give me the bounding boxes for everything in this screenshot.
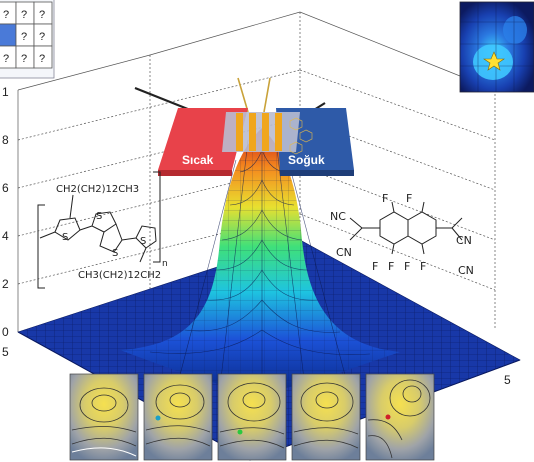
fluorine-1: F — [382, 192, 388, 205]
sulfur-2: S — [62, 232, 68, 243]
grid-cell-7: ? — [21, 53, 27, 65]
x-tick-left: 5 — [2, 345, 9, 359]
z-tick-8: 8 — [2, 133, 9, 147]
star-icon — [483, 51, 505, 71]
z-tick-4: 4 — [2, 229, 9, 243]
heatmap-inset — [459, 1, 534, 93]
fluorine-3: F — [372, 260, 378, 273]
dopant-structure: NC CN CN CN F F F F F F — [330, 192, 474, 277]
z-axis-ticks: 0 2 4 6 8 1 5 5 — [2, 85, 511, 387]
z-tick-10: 1 — [2, 85, 9, 99]
contour-panel-4 — [291, 373, 361, 461]
repeat-n: n — [162, 259, 168, 269]
cold-label: Soğuk — [288, 153, 325, 167]
sulfur-3: S — [112, 248, 118, 259]
fluorine-2: F — [406, 192, 412, 205]
grid-cell-5: ? — [39, 31, 45, 43]
sulfur-1: S — [96, 211, 102, 222]
contour-panel-1 — [69, 373, 139, 461]
grid-cell-6: ? — [3, 53, 9, 65]
fluorine-6: F — [420, 260, 426, 273]
sample-film — [222, 112, 300, 152]
marker-blue-green — [155, 415, 161, 421]
z-tick-2: 2 — [2, 277, 9, 291]
electrode-3 — [262, 113, 269, 151]
electrode-1 — [236, 113, 243, 151]
hot-label: Sıcak — [182, 153, 214, 167]
nitrile-1: NC — [330, 210, 346, 223]
molecule-sketch — [289, 117, 313, 155]
contour-panel-5 — [365, 373, 435, 461]
electrode-2 — [249, 113, 256, 151]
marker-red — [385, 414, 391, 420]
nitrile-2: CN — [336, 246, 352, 259]
grid-cell-4: ? — [21, 31, 27, 43]
contour-panels — [69, 373, 435, 461]
fluorine-4: F — [388, 260, 394, 273]
surface-peak — [120, 128, 400, 392]
lead-wire-1 — [237, 77, 249, 113]
polymer-structure: S S S S CH2(CH2)12CH3 CH3(CH2)12CH2 n — [37, 171, 168, 289]
x-tick-right: 5 — [504, 373, 511, 387]
contour-panel-3 — [217, 373, 287, 461]
grid-cell-8: ? — [39, 53, 45, 65]
side-chain-bottom: CH3(CH2)12CH2 — [78, 270, 161, 281]
grid-cell-2: ? — [39, 9, 45, 21]
contour-panel-2 — [143, 373, 213, 461]
grid-cell-0: ? — [3, 9, 9, 21]
side-chain-top: CH2(CH2)12CH3 — [56, 184, 139, 195]
nitrile-3: CN — [456, 234, 472, 247]
grid-cell-1: ? — [21, 9, 27, 21]
grid-inset: ? ? ? ? ? ? ? ? — [0, 0, 55, 79]
marker-green — [237, 429, 243, 435]
nitrile-4: CN — [458, 264, 474, 277]
lead-wire-2 — [263, 77, 271, 113]
thermoelectric-device: Sıcak Soğuk — [134, 77, 354, 176]
electrode-4 — [275, 113, 282, 151]
fluorine-5: F — [404, 260, 410, 273]
sulfur-4: S — [140, 236, 146, 247]
z-tick-6: 6 — [2, 181, 9, 195]
z-tick-0: 0 — [2, 325, 9, 339]
